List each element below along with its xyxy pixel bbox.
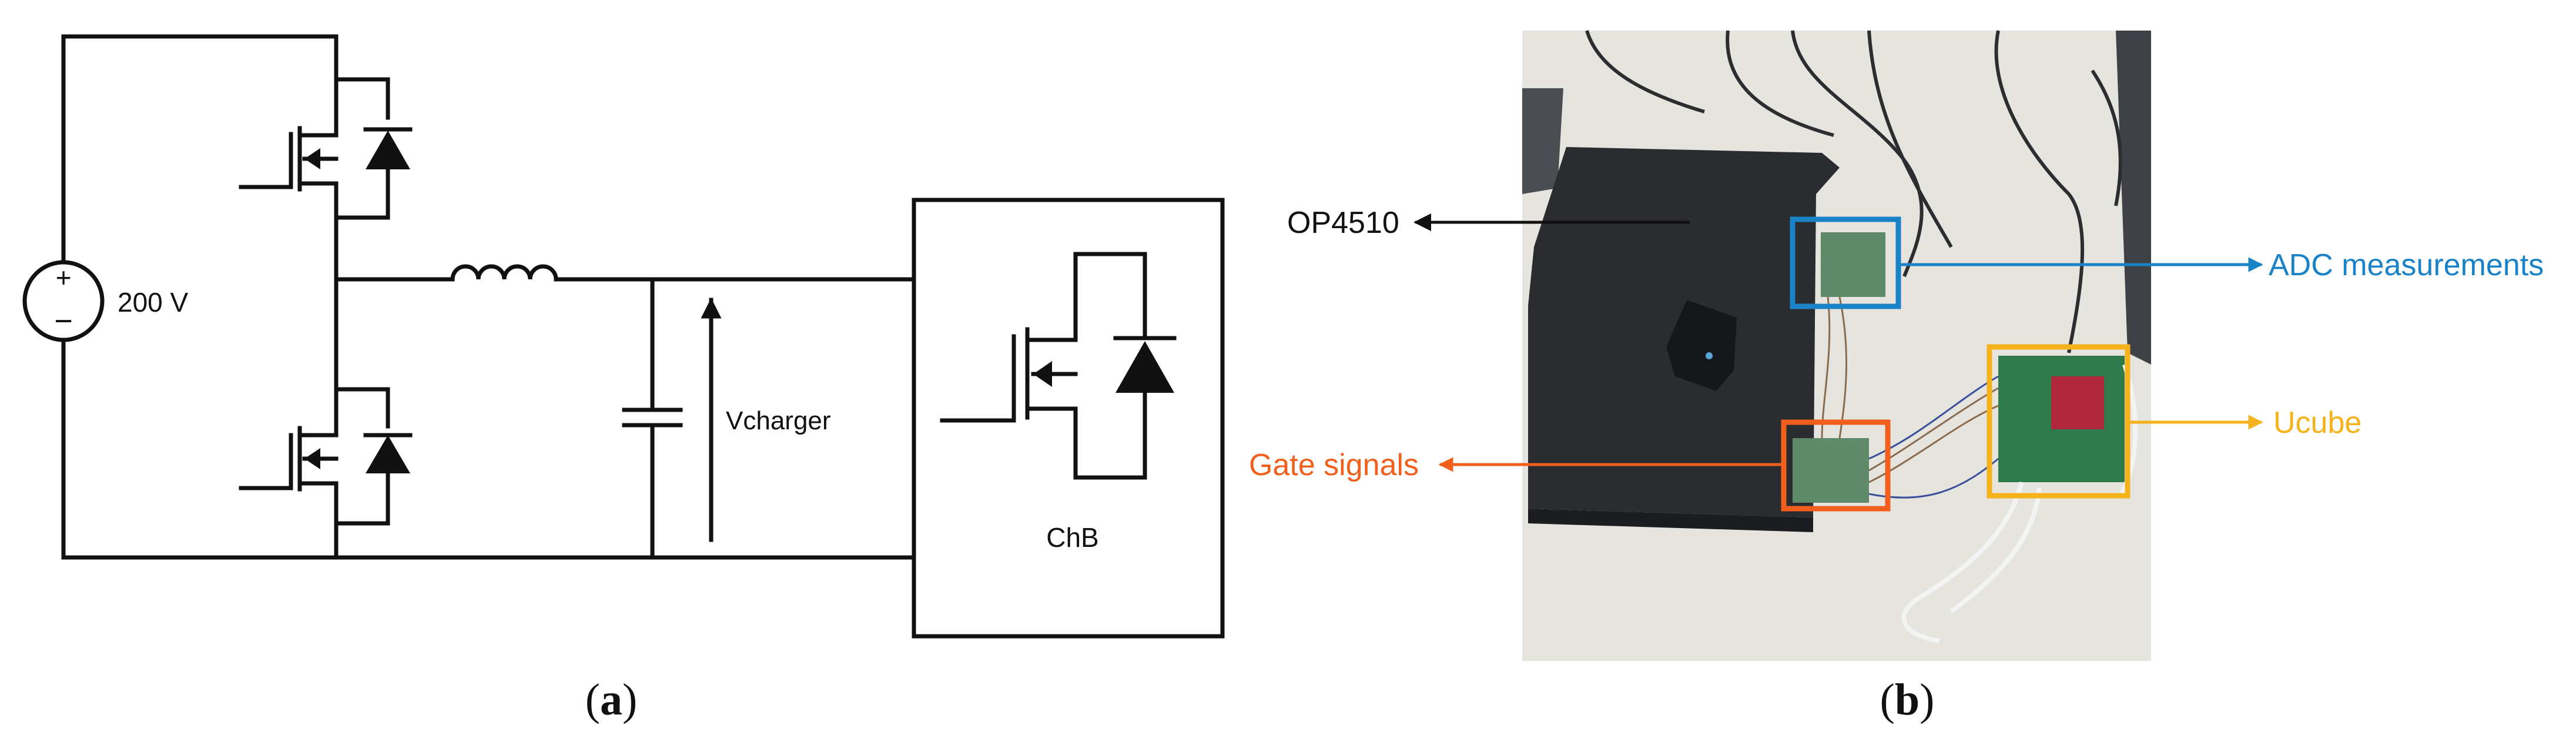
photo-monitor-right [2116, 31, 2151, 365]
photo-adc-board [1821, 232, 1885, 297]
chb-box [912, 198, 1225, 639]
diode-lower [366, 435, 410, 473]
diode-chb [1116, 341, 1174, 393]
caption-b-letter: b [1895, 675, 1920, 724]
ucube-label: Ucube [2273, 406, 2361, 440]
caption-a-open: ( [585, 675, 600, 724]
source-minus: − [54, 303, 73, 339]
caption-a: (a) [585, 675, 638, 724]
wire-left-bottom [61, 342, 916, 560]
wire-left-top [61, 34, 339, 261]
op4510-label: OP4510 [1287, 206, 1399, 240]
mosfet-chb-arrow [1033, 361, 1052, 387]
gate-label: Gate signals [1249, 448, 1419, 482]
photo-cables [1585, 30, 2122, 353]
mosfet-upper-arrow [304, 148, 320, 169]
caption-b-close: ) [1920, 675, 1934, 724]
photo-gate-board [1793, 438, 1869, 503]
photo-monitor-left [1522, 88, 1563, 194]
caption-b: (b) [1880, 675, 1935, 724]
photo-ucube-chip [2051, 376, 2104, 429]
adc-label: ADC measurements [2269, 248, 2544, 282]
caption-a-letter: a [600, 675, 622, 724]
photo-op4510-front [1528, 509, 1813, 532]
photo-module-led [1706, 352, 1713, 359]
source-plus: + [56, 262, 72, 293]
caption-a-close: ) [622, 675, 637, 724]
mosfet-lower-arrow [304, 448, 320, 469]
diode-upper [366, 131, 410, 169]
photo-small-module [1666, 300, 1737, 391]
vcharger-label: Vcharger [726, 406, 831, 435]
adc-highlight-box [1790, 216, 1901, 309]
voltage-source [22, 260, 105, 342]
caption-b-open: ( [1880, 675, 1895, 724]
panel-a-circuit [22, 34, 1225, 639]
source-voltage-label: 200 V [118, 287, 189, 318]
inductor [450, 264, 558, 282]
mosfet-upper [239, 77, 390, 220]
chb-label: ChB [1046, 522, 1098, 553]
